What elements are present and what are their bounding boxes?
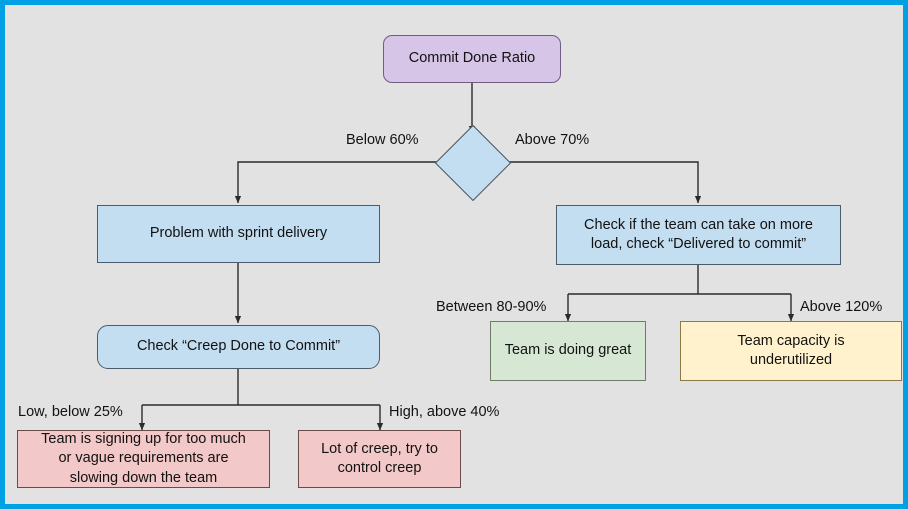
edge-above70: [498, 161, 702, 204]
edge-below60: [234, 161, 446, 204]
node-decision-diamond[interactable]: [434, 124, 512, 202]
edge-label-high-above-40: High, above 40%: [389, 404, 500, 420]
node-check-more-load[interactable]: Check if the team can take on more load,…: [556, 205, 841, 265]
node-lot-of-creep[interactable]: Lot of creep, try to control creep: [298, 430, 461, 488]
node-problem-with-sprint-delivery[interactable]: Problem with sprint delivery: [97, 205, 380, 263]
edge-label-above-70: Above 70%: [515, 132, 590, 148]
edge-label-between-80-90: Between 80-90%: [436, 299, 547, 315]
node-team-capacity-underutilized[interactable]: Team capacity is underutilized: [680, 321, 902, 381]
edge-label-above-120: Above 120%: [800, 299, 883, 315]
node-check-creep-done-to-commit[interactable]: Check “Creep Done to Commit”: [97, 325, 380, 369]
edge-label-below-60: Below 60%: [346, 132, 419, 148]
diamond-shape: [434, 124, 512, 202]
edge-label-low-below-25: Low, below 25%: [18, 404, 123, 420]
node-commit-done-ratio[interactable]: Commit Done Ratio: [383, 35, 561, 83]
node-team-is-doing-great[interactable]: Team is doing great: [490, 321, 646, 381]
node-team-signing-up-too-much[interactable]: Team is signing up for too much or vague…: [17, 430, 270, 488]
